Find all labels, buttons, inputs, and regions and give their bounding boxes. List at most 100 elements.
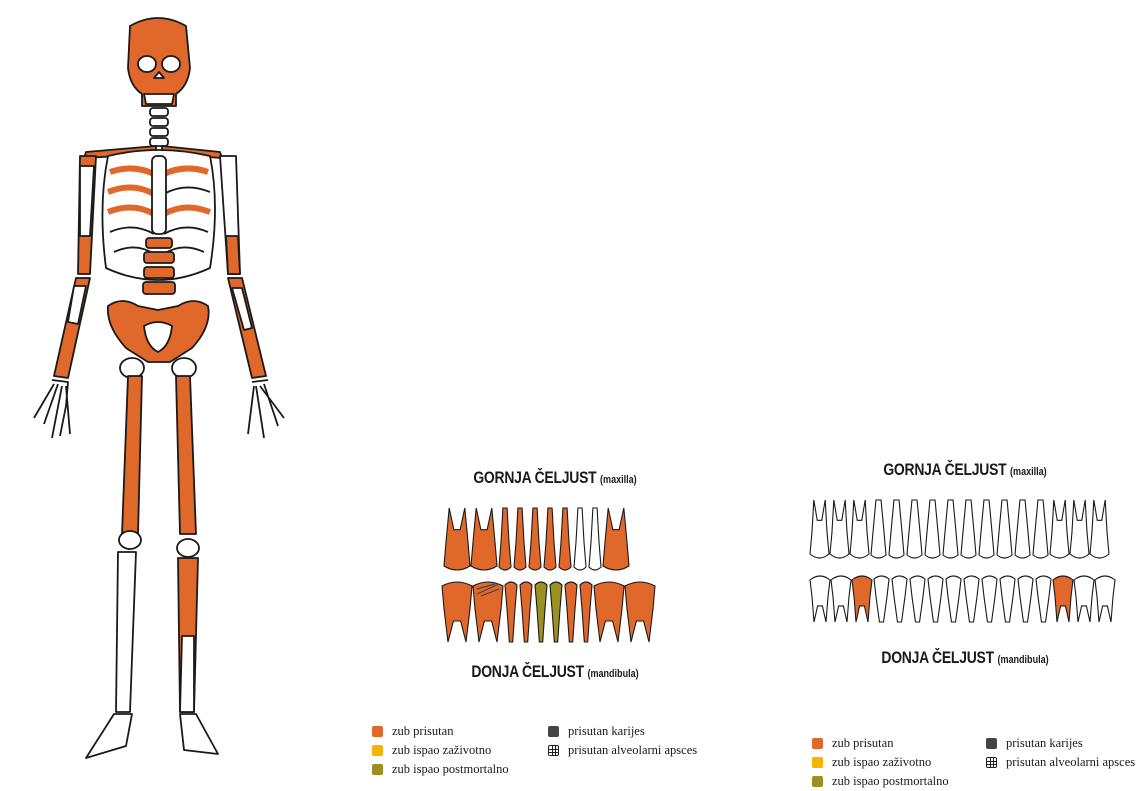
femur-right <box>176 376 196 534</box>
mandible-b-tooth-10 <box>982 576 997 622</box>
legend-label: zub ispao zaživotno <box>392 743 491 758</box>
maxilla-b-tooth-2 <box>830 500 849 558</box>
mandible-b-tooth-11 <box>1000 576 1015 622</box>
maxilla-b-tooth-6 <box>907 500 922 558</box>
mandible-title-a: DONJA ČELJUST (mandibula) <box>395 662 715 682</box>
grid-square-icon <box>986 757 997 768</box>
femur-left <box>122 376 142 534</box>
mandible-b-tooth-5 <box>892 576 907 622</box>
maxilla-a-tooth-8 <box>574 508 586 570</box>
maxilla-b-tooth-3 <box>850 500 869 558</box>
legend-a-right: prisutan karijes prisutan alveolarni aps… <box>548 722 697 760</box>
tibia-left <box>116 552 136 712</box>
mandible-latin-text: (mandibula) <box>997 654 1048 666</box>
maxilla-a-tooth-6 <box>544 508 556 570</box>
present-swatch <box>812 738 823 749</box>
legend-label: zub ispao postmortalno <box>392 762 509 777</box>
maxilla-b-tooth-5 <box>889 500 904 558</box>
teeth-a-svg <box>360 502 750 652</box>
maxilla-a-tooth-5 <box>529 508 541 570</box>
foot-left <box>86 714 132 758</box>
mandible-a-tooth-5 <box>535 582 547 642</box>
mandible-b-tooth-9 <box>964 576 979 622</box>
mandible-b-tooth-14 <box>1053 576 1073 622</box>
antemortem-swatch <box>372 745 383 756</box>
present-swatch <box>372 726 383 737</box>
maxilla-title-a: GORNJA ČELJUST (maxilla) <box>395 468 715 488</box>
legend-item-antemortem: zub ispao zaživotno <box>372 741 509 760</box>
legend-item-abscess: prisutan alveolarni apsces <box>986 753 1135 772</box>
maxilla-a-tooth-4 <box>514 508 526 570</box>
mandible-a-tooth-7 <box>565 582 577 642</box>
caries-swatch <box>548 726 559 737</box>
legend-item-present: zub prisutan <box>812 734 949 753</box>
skeleton-figure <box>34 18 284 758</box>
legend-label: prisutan karijes <box>1006 736 1083 751</box>
foot-right <box>180 714 218 754</box>
mandible-b-tooth-6 <box>910 576 925 622</box>
maxilla-b-tooth-8 <box>943 500 958 558</box>
legend-label: prisutan alveolarni apsces <box>568 743 697 758</box>
maxilla-b-tooth-14 <box>1050 500 1069 558</box>
mandible-a-tooth-2 <box>473 582 503 642</box>
legend-item-postmortem: zub ispao postmortalno <box>812 772 949 791</box>
mandible-b-tooth-8 <box>946 576 961 622</box>
maxilla-latin-text: (maxilla) <box>600 474 637 486</box>
postmortem-swatch <box>812 776 823 787</box>
maxilla-title-text: GORNJA ČELJUST <box>883 460 1006 479</box>
mandible-title-text: DONJA ČELJUST <box>881 648 993 667</box>
mandible-a-tooth-1 <box>442 582 472 642</box>
legend-label: zub ispao zaživotno <box>832 755 931 770</box>
mandible-b-tooth-12 <box>1018 576 1033 622</box>
maxilla-title-text: GORNJA ČELJUST <box>473 468 596 487</box>
skeleton-svg <box>8 6 308 776</box>
mandible-b-tooth-1 <box>810 576 830 622</box>
mandible-title-b: DONJA ČELJUST (mandibula) <box>822 648 1109 668</box>
legend-item-caries: prisutan karijes <box>548 722 697 741</box>
maxilla-b-tooth-10 <box>979 500 994 558</box>
maxilla-a-tooth-3 <box>499 508 511 570</box>
legend-label: zub prisutan <box>832 736 893 751</box>
maxilla-b-tooth-1 <box>810 500 829 558</box>
maxilla-b-tooth-12 <box>1015 500 1030 558</box>
dental-chart-b: GORNJA ČELJUST (maxilla) DONJA ČELJUST (… <box>790 458 1140 787</box>
skull <box>128 18 190 106</box>
mandible-b-tooth-2 <box>831 576 851 622</box>
maxilla-b-tooth-16 <box>1090 500 1109 558</box>
legend-label: prisutan karijes <box>568 724 645 739</box>
legend-a: zub prisutan zub ispao zaživotno zub isp… <box>372 722 509 779</box>
grid-square-icon <box>548 745 559 756</box>
maxilla-a-tooth-1 <box>444 508 470 570</box>
patella-right <box>177 539 199 557</box>
antemortem-swatch <box>812 757 823 768</box>
skeleton-diagram <box>8 6 308 776</box>
legend-label: prisutan alveolarni apsces <box>1006 755 1135 770</box>
maxilla-title-b: GORNJA ČELJUST (maxilla) <box>822 460 1109 480</box>
maxilla-b-tooth-7 <box>925 500 940 558</box>
mandible-b-tooth-16 <box>1095 576 1115 622</box>
mandible-a-tooth-8 <box>580 582 592 642</box>
maxilla-b-tooth-9 <box>961 500 976 558</box>
legend-b: zub prisutan zub ispao zaživotno zub isp… <box>812 734 949 791</box>
mandible-latin-text: (mandibula) <box>587 668 638 680</box>
maxilla-latin-text: (maxilla) <box>1010 466 1047 478</box>
hand-right <box>248 380 284 438</box>
maxilla-a-tooth-9 <box>589 508 601 570</box>
mandible-b-tooth-13 <box>1036 576 1051 622</box>
legend-item-caries: prisutan karijes <box>986 734 1135 753</box>
maxilla-b-tooth-13 <box>1033 500 1048 558</box>
maxilla-b-tooth-15 <box>1070 500 1089 558</box>
maxilla-b-tooth-11 <box>997 500 1012 558</box>
patella-left <box>119 531 141 549</box>
maxilla-a-tooth-10 <box>603 508 629 570</box>
mandible-title-text: DONJA ČELJUST <box>471 662 583 681</box>
mandible-b-tooth-15 <box>1074 576 1094 622</box>
mandible-b-tooth-3 <box>852 576 872 622</box>
mandible-b-tooth-7 <box>928 576 943 622</box>
mandible-a-tooth-10 <box>625 582 655 642</box>
teeth-b-svg <box>790 496 1140 626</box>
legend-b-right: prisutan karijes prisutan alveolarni aps… <box>986 734 1135 772</box>
dental-chart-a: GORNJA ČELJUST (maxilla) DONJA ČELJUST (… <box>360 462 750 787</box>
maxilla-a-tooth-2 <box>471 508 497 570</box>
legend-item-abscess: prisutan alveolarni apsces <box>548 741 697 760</box>
